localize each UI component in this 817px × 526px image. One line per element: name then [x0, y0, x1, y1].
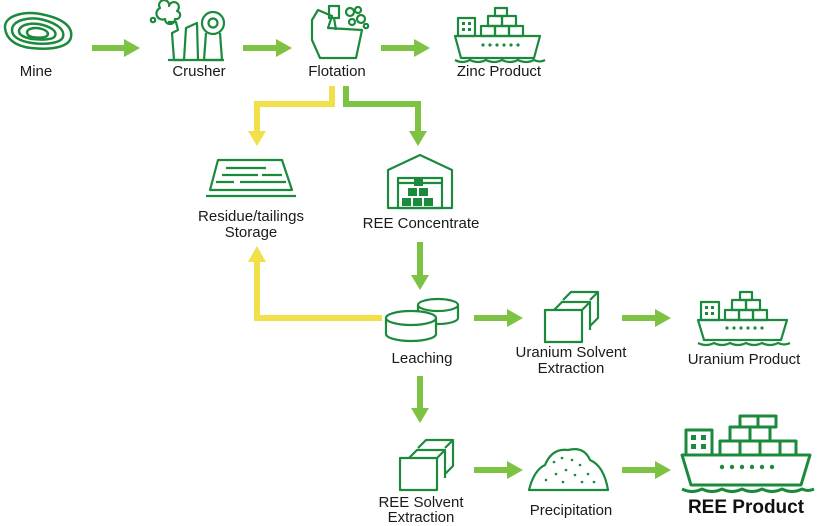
ree-concentrate-label: REE Concentrate — [362, 215, 480, 232]
arrow-concentrate-leaching — [411, 242, 429, 290]
ship-icon — [680, 414, 815, 493]
residue-label-line1: Residue/tailings — [198, 208, 304, 225]
arrow-uranium-sx-product — [622, 309, 671, 327]
arrow-precipitation-ree-product — [622, 461, 671, 479]
tailings-icon — [206, 158, 296, 198]
uranium-sx-label-line2: Extraction — [537, 360, 605, 377]
pile-icon — [527, 448, 610, 492]
mine-label: Mine — [19, 63, 53, 80]
uranium-sx-label-line1: Uranium Solvent — [515, 344, 627, 361]
flotation-label: Flotation — [308, 63, 366, 80]
arrow-leaching-ree-sx — [411, 376, 429, 423]
arrow-leaching-residue — [248, 246, 382, 321]
cubes-icon — [543, 290, 600, 344]
zinc-product-label: Zinc Product — [456, 63, 542, 80]
arrow-flotation-residue — [248, 86, 335, 146]
precipitation-label: Precipitation — [529, 502, 613, 519]
residue-label-line2: Storage — [224, 224, 278, 241]
ship-icon — [696, 290, 791, 347]
ree-sx-label-line2: Extraction — [387, 509, 455, 526]
mine-icon — [3, 11, 73, 50]
arrow-flotation-zinc — [381, 39, 430, 57]
arrow-crusher-flotation — [243, 39, 292, 57]
arrow-mine-crusher — [92, 39, 140, 57]
arrow-leaching-uranium-sx — [474, 309, 523, 327]
flotation-icon — [310, 4, 370, 60]
cubes-icon — [398, 438, 455, 492]
crusher-label: Crusher — [172, 63, 226, 80]
tanks-icon — [384, 297, 460, 343]
crusher-icon — [149, 0, 226, 62]
ree-product-label: REE Product — [687, 497, 805, 518]
uranium-product-label: Uranium Product — [687, 351, 801, 368]
ree-sx-label-line1: REE Solvent — [378, 494, 464, 511]
arrow-flotation-concentrate — [343, 86, 427, 146]
ship-icon — [453, 6, 546, 64]
warehouse-icon — [386, 153, 454, 210]
arrow-ree-sx-precipitation — [474, 461, 523, 479]
leaching-label: Leaching — [391, 350, 453, 367]
